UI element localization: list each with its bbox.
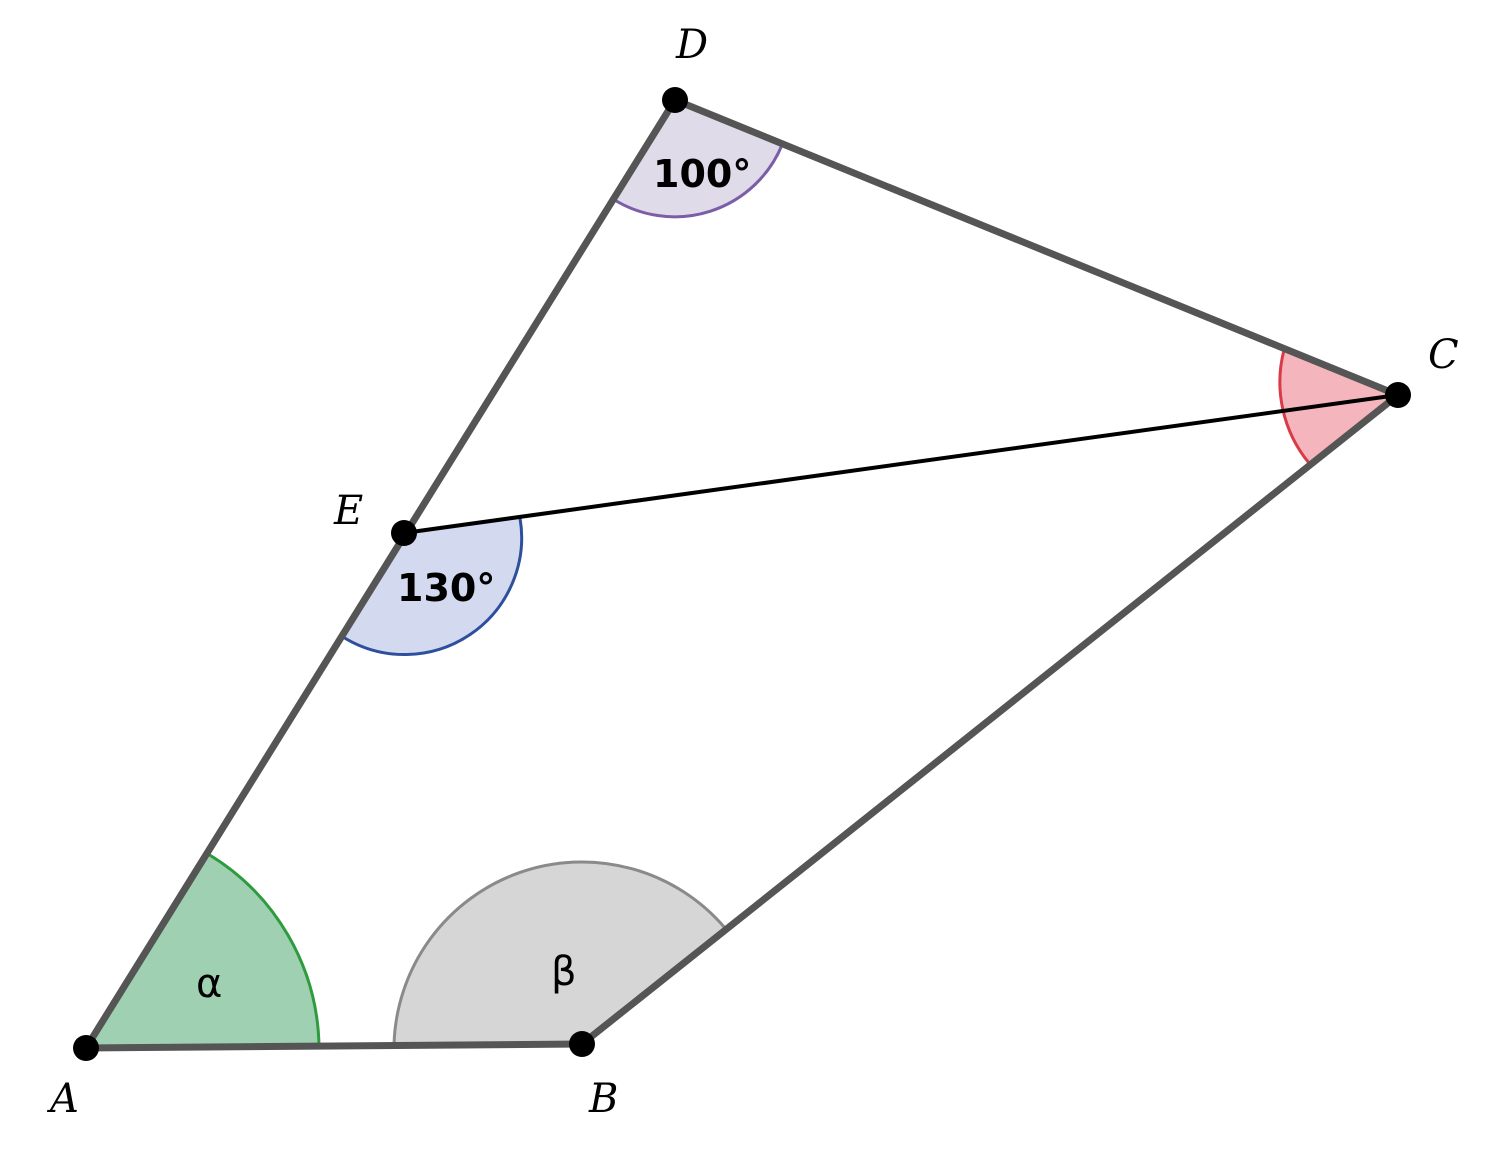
angle-sector-a	[86, 854, 319, 1048]
point-b	[569, 1031, 595, 1057]
point-a	[73, 1035, 99, 1061]
angle-arc-a	[207, 852, 321, 1047]
label-angle-d: 100°	[653, 152, 751, 196]
point-e	[391, 520, 417, 546]
label-point-d: D	[675, 22, 708, 68]
edge-bc	[578, 391, 1402, 1048]
angle-sector-c	[1279, 350, 1398, 463]
point-d	[662, 87, 688, 113]
edge-da	[82, 96, 679, 1052]
angle-arc-b	[392, 860, 727, 1046]
point-c	[1385, 382, 1411, 408]
angle-sector-e	[343, 518, 522, 655]
label-angle-beta: β	[551, 949, 577, 995]
label-angle-e: 130°	[397, 566, 495, 610]
edge-ab	[82, 1040, 586, 1052]
label-point-e: E	[333, 488, 363, 534]
label-point-b: B	[588, 1076, 618, 1122]
edge-cd	[671, 96, 1402, 399]
angle-arc-d	[612, 144, 784, 219]
label-point-c: C	[1428, 332, 1459, 378]
angle-sector-b	[394, 861, 725, 1045]
label-point-a: A	[46, 1076, 79, 1122]
angle-arc-e	[342, 517, 524, 657]
label-angle-alpha: α	[196, 961, 222, 1007]
segment-ec	[402, 393, 1400, 535]
